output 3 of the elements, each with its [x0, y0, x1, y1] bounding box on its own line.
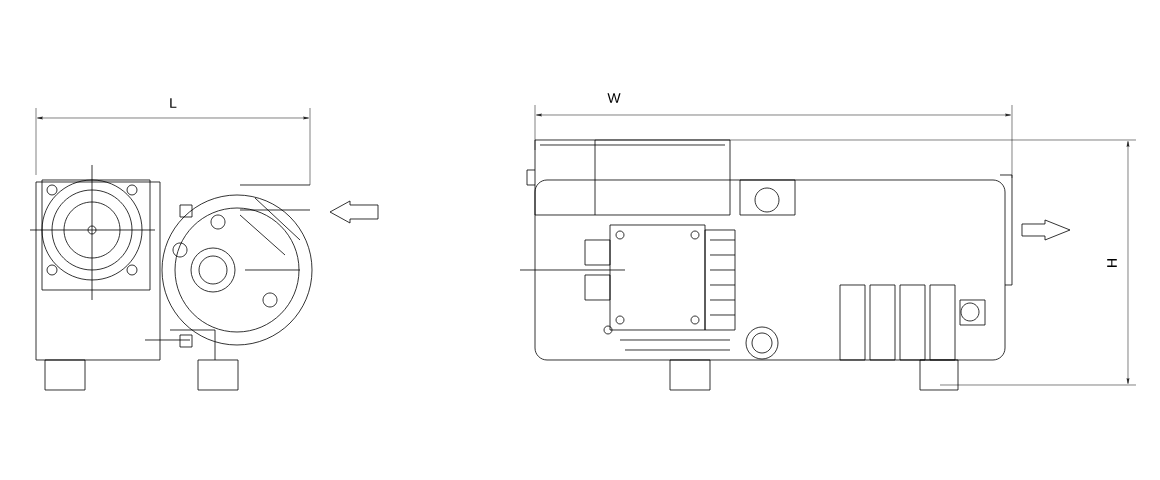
- dimension-label: H: [1107, 259, 1117, 267]
- dimension-label: W: [607, 93, 621, 103]
- dimension-label: L: [170, 98, 177, 108]
